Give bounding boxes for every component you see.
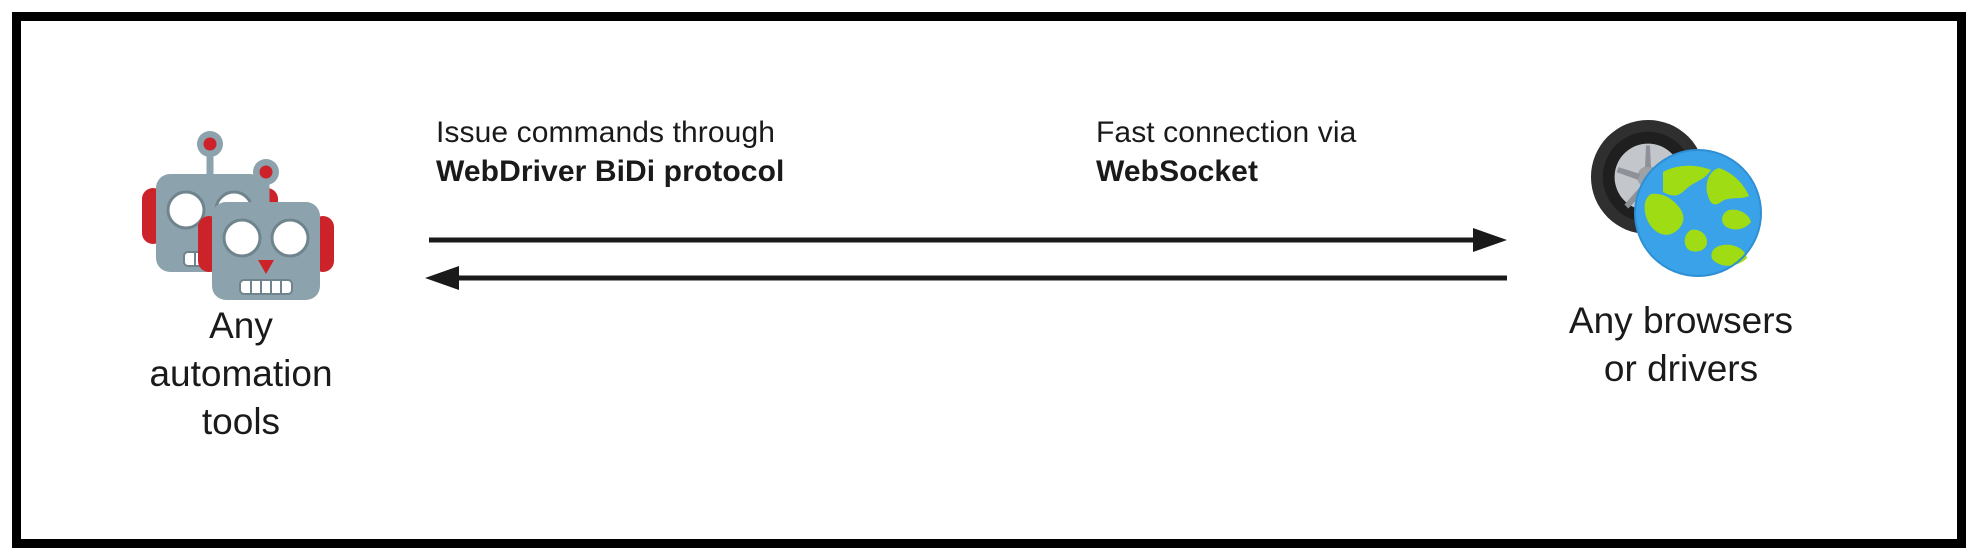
globe-and-tire-icon	[1581, 116, 1781, 281]
connector-arrows	[425, 228, 1507, 290]
robots-icon	[134, 126, 349, 300]
diagram-canvas: Any automation tools Issue commands thro…	[12, 12, 1966, 548]
globe-icon	[1634, 149, 1762, 277]
arrow-left-icon	[425, 266, 1507, 290]
node-automation-tools-caption: Any automation tools	[149, 305, 333, 443]
message-inbound-line1: Fast connection via	[1096, 116, 1357, 149]
message-label-outbound: Issue commands through WebDriver BiDi pr…	[436, 113, 784, 191]
node-automation-tools: Any automation tools	[96, 126, 386, 446]
arrow-right-icon	[429, 228, 1507, 252]
message-inbound-line2: WebSocket	[1096, 155, 1259, 188]
node-browsers-drivers-caption: Any browsers or drivers	[1568, 300, 1794, 390]
message-outbound-line1: Issue commands through	[436, 116, 776, 149]
message-label-inbound: Fast connection via WebSocket	[1096, 113, 1356, 191]
node-browsers-drivers: Any browsers or drivers	[1501, 116, 1861, 393]
robot-front-icon	[197, 159, 334, 300]
message-outbound-line2: WebDriver BiDi protocol	[436, 155, 785, 188]
